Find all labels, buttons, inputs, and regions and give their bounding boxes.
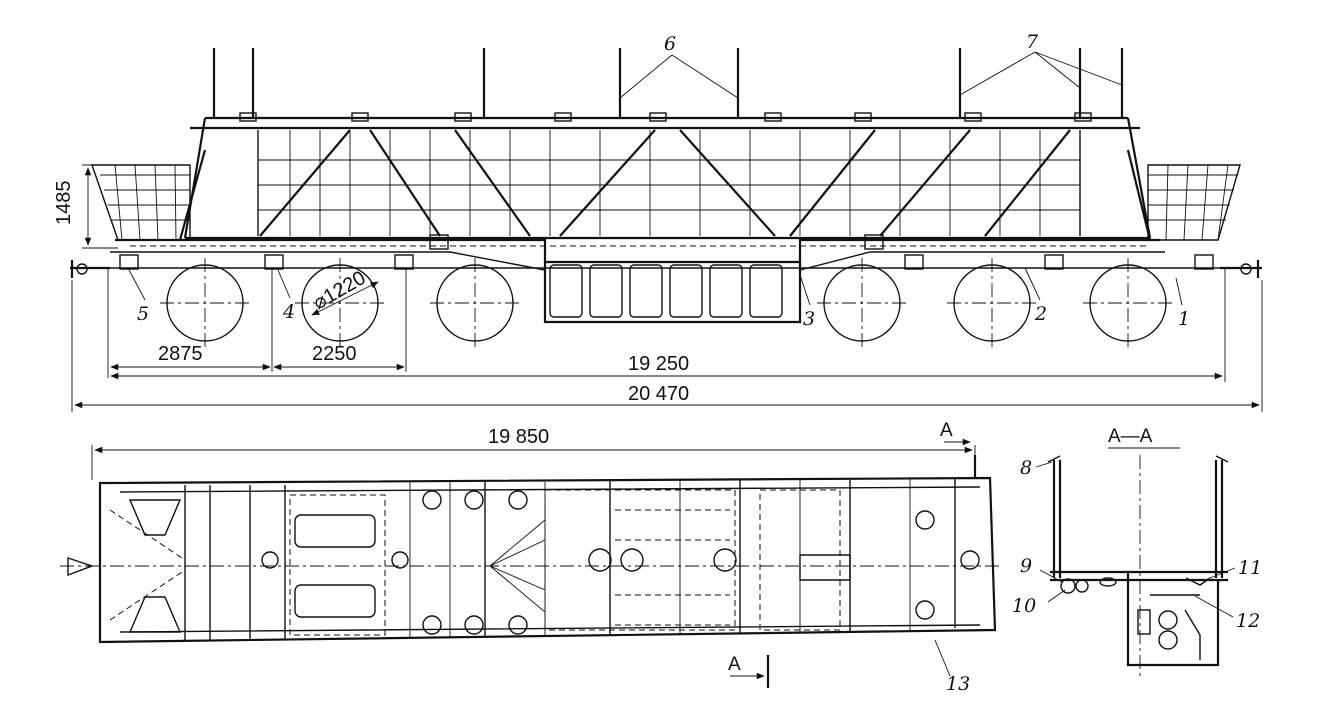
underframe (100, 238, 1240, 271)
dim-truck-centers: 19 250 (628, 353, 689, 375)
callout-3: 3 (803, 308, 815, 330)
section-marker-top: A (940, 420, 953, 441)
coupler-right (1220, 260, 1262, 278)
dim-axle-spacing: 2250 (312, 343, 357, 365)
callout-8: 8 (1020, 457, 1032, 479)
callout-10: 10 (1012, 595, 1036, 617)
end-platform-right (1126, 149, 1241, 241)
top-caps (239, 112, 1092, 122)
plan-holes (261, 490, 980, 635)
truss-verticals (289, 130, 1041, 236)
callout-11: 11 (1238, 557, 1262, 579)
callout-leaders-side (127, 51, 1183, 306)
callout-9: 9 (1020, 555, 1032, 577)
callout-5: 5 (137, 303, 149, 325)
dim-frame-length: 19 850 (488, 426, 549, 448)
wheel (160, 258, 250, 348)
bogie-brackets (119, 234, 1214, 270)
callout-6: 6 (664, 33, 676, 55)
wheel (430, 258, 520, 348)
callout-7: 7 (1026, 31, 1039, 53)
truss-body (183, 112, 1152, 240)
plan-view: 19 850 A A 13 (60, 420, 1000, 695)
wheel (817, 258, 907, 348)
wheel (1083, 258, 1173, 348)
section-marker-bottom: A (728, 654, 741, 675)
dimension-lines (71, 164, 1263, 412)
section-view-title: A—A (1108, 426, 1153, 447)
wheel (947, 258, 1037, 348)
callout-4: 4 (282, 301, 295, 323)
dim-bogie-offset: 2875 (158, 343, 203, 365)
dim-height-end: 1485 (53, 181, 75, 226)
callout-1: 1 (1178, 308, 1190, 330)
side-elevation: 1485 ⌀1220 2875 2250 19 250 20 470 6 7 5… (53, 31, 1263, 412)
callout-2: 2 (1034, 303, 1047, 325)
dim-wheel-diameter: ⌀1220 (310, 267, 370, 314)
truss-diagonals (259, 129, 1071, 237)
callout-13: 13 (946, 673, 970, 695)
center-well (543, 262, 802, 324)
wheelset (160, 258, 1173, 348)
end-platform-left (91, 149, 207, 241)
coupler-left (70, 260, 110, 278)
dim-overall-length: 20 470 (628, 383, 689, 405)
truss-horizontals (258, 159, 1080, 211)
stanchions (212, 48, 1124, 118)
section-view-a-a: A—A 8 9 10 11 12 (1012, 426, 1262, 680)
callout-12: 12 (1236, 610, 1260, 632)
